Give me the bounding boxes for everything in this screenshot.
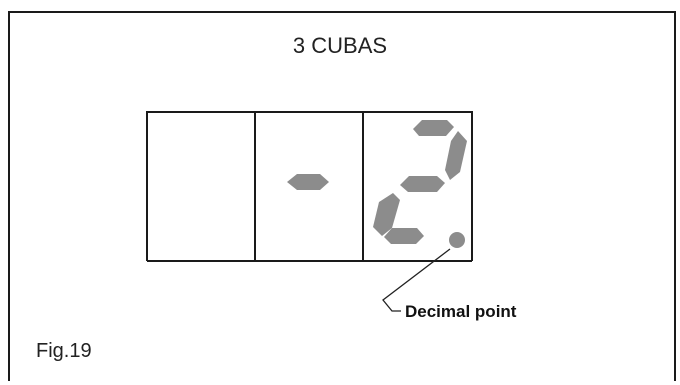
figure-number: Fig.19 <box>36 340 92 362</box>
decimal-point-label: Decimal point <box>405 302 517 321</box>
decimal-point-leader <box>382 248 451 312</box>
digit-3-segment-e <box>373 193 400 236</box>
display-outline <box>146 111 473 262</box>
digit-3-segment-g <box>400 176 445 192</box>
digit-3-segment-b <box>445 131 467 180</box>
figure-title: 3 CUBAS <box>292 33 388 58</box>
digit-3-segment-a <box>413 120 454 136</box>
digit-2-segment-g <box>287 174 329 190</box>
digit-3-segment-d <box>384 228 424 244</box>
figure-frame <box>8 11 676 381</box>
decimal-point-dot <box>449 232 465 248</box>
